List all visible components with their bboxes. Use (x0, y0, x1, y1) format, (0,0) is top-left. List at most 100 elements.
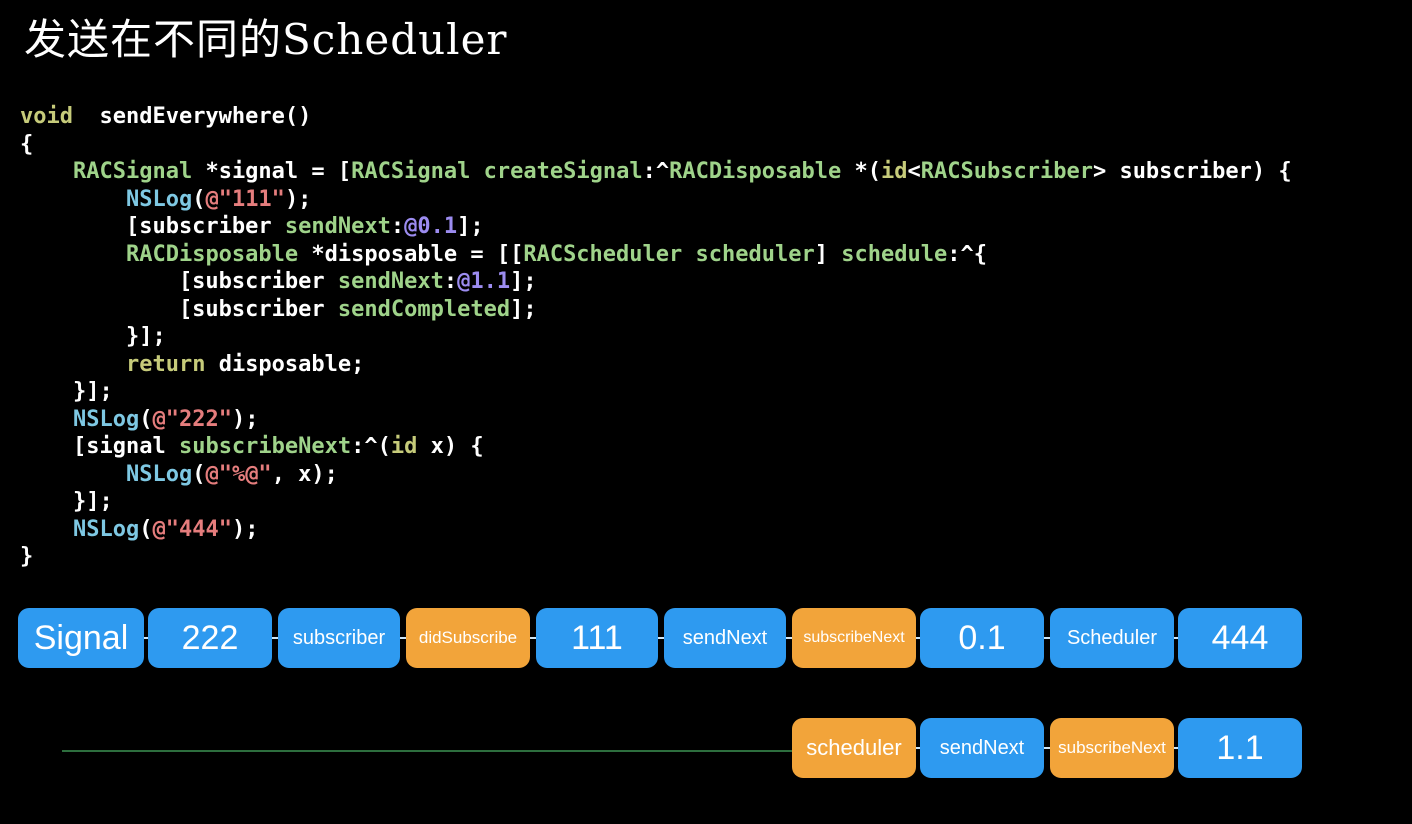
code-token (20, 462, 126, 487)
code-token: :^( (351, 434, 391, 459)
code-token: [subscriber (20, 214, 285, 239)
code-line: [subscriber sendCompleted]; (20, 296, 1292, 324)
code-token (470, 159, 483, 184)
code-line: RACSignal *signal = [RACSignal createSig… (20, 158, 1292, 186)
code-token: :^{ (947, 241, 987, 267)
code-token: sendCompleted (337, 296, 511, 322)
code-token: @1.1 (457, 269, 511, 294)
code-token: @"%@" (205, 461, 272, 487)
chip-connector (916, 637, 920, 639)
chip-connector (1174, 747, 1178, 749)
code-token: RACScheduler (523, 241, 683, 267)
main-chip-6: subscribeNext (792, 608, 916, 668)
code-token: return (125, 351, 206, 377)
code-token: }]; (20, 379, 113, 404)
chip-connector (658, 637, 664, 639)
chip-connector (1044, 747, 1050, 749)
code-line: [signal subscribeNext:^(id x) { (20, 433, 1292, 461)
code-token: ]; (510, 269, 537, 294)
code-token: NSLog (125, 186, 193, 212)
code-token (682, 242, 695, 267)
chip-connector (400, 637, 406, 639)
main-chip-8: Scheduler (1050, 608, 1174, 668)
scheduler-chip-3: 1.1 (1178, 718, 1302, 778)
code-token (20, 407, 73, 432)
code-token: ( (139, 406, 153, 432)
code-token: ( (192, 186, 206, 212)
code-token: subscribeNext (178, 434, 352, 459)
main-chip-2: subscriber (278, 608, 400, 668)
code-line: { (20, 131, 1292, 159)
code-token: NSLog (125, 461, 193, 487)
code-line: [subscriber sendNext:@0.1]; (20, 213, 1292, 241)
code-token (20, 517, 73, 542)
code-line: [subscriber sendNext:@1.1]; (20, 268, 1292, 296)
code-token (20, 159, 73, 184)
code-token: ]; (457, 214, 484, 239)
code-token: RACSignal (72, 159, 193, 184)
scheduler-chip-1: sendNext (920, 718, 1044, 778)
code-token: : (443, 269, 458, 294)
code-token (20, 352, 126, 377)
code-token: id (881, 159, 908, 184)
code-line: return disposable; (20, 351, 1292, 379)
main-chip-9: 444 (1178, 608, 1302, 668)
chip-connector (786, 637, 792, 639)
scheduler-chip-2: subscribeNext (1050, 718, 1174, 778)
code-line: RACDisposable *disposable = [[RACSchedul… (20, 241, 1292, 269)
code-token: RACDisposable (125, 241, 299, 267)
code-token: ); (284, 186, 312, 212)
code-token: : (390, 214, 405, 239)
scheduler-chip-0: scheduler (792, 718, 916, 778)
main-chip-5: sendNext (664, 608, 786, 668)
code-token: [subscriber (20, 269, 338, 294)
chip-connector (144, 637, 148, 639)
code-line: void sendEverywhere() (20, 103, 1292, 131)
code-token: *signal = [ (192, 159, 352, 184)
code-token: ); (231, 406, 259, 432)
slide-title: 发送在不同的Scheduler (24, 15, 508, 64)
code-token: sendNext (284, 214, 391, 239)
code-token: ( (192, 461, 206, 487)
code-token: RACSubscriber (920, 159, 1093, 184)
code-token: sendEverywhere() (72, 104, 312, 129)
main-chip-7: 0.1 (920, 608, 1044, 668)
code-token: [subscriber (20, 296, 338, 322)
code-token: @0.1 (404, 214, 458, 239)
code-line: }]; (20, 488, 1292, 516)
code-line: }]; (20, 323, 1292, 351)
code-token: @"444" (152, 516, 232, 542)
code-line: NSLog(@"111"); (20, 186, 1292, 214)
code-token: :^ (642, 159, 670, 184)
code-token: @"111" (205, 186, 285, 212)
main-chip-3: didSubscribe (406, 608, 530, 668)
code-token: *( (841, 159, 882, 184)
code-token: > subscriber) { (1092, 159, 1292, 184)
code-line: } (20, 543, 1292, 571)
code-token: ]; (510, 296, 537, 322)
code-token: ( (139, 516, 153, 542)
code-token: @"222" (152, 406, 232, 432)
code-token: }]; (20, 324, 166, 349)
code-token: { (20, 131, 34, 157)
code-token: sendNext (337, 269, 444, 294)
main-chip-4: 111 (536, 608, 658, 668)
scheduler-timeline-line (62, 750, 797, 752)
code-line: NSLog(@"%@", x); (20, 461, 1292, 489)
code-token: id (390, 434, 418, 459)
chip-connector (530, 637, 536, 639)
code-token: createSignal (483, 159, 643, 184)
code-token (20, 187, 126, 212)
code-token: ); (231, 516, 259, 542)
code-token: ] (814, 241, 842, 267)
code-token: NSLog (72, 406, 140, 432)
code-line: }]; (20, 378, 1292, 406)
code-token: NSLog (72, 516, 140, 542)
code-token: scheduler (695, 241, 815, 267)
main-chip-1: 222 (148, 608, 272, 668)
code-token: disposable; (205, 351, 365, 377)
code-token (20, 242, 126, 267)
code-token: RACSignal (351, 159, 471, 184)
code-line: NSLog(@"444"); (20, 516, 1292, 544)
code-token: , x); (271, 461, 338, 487)
